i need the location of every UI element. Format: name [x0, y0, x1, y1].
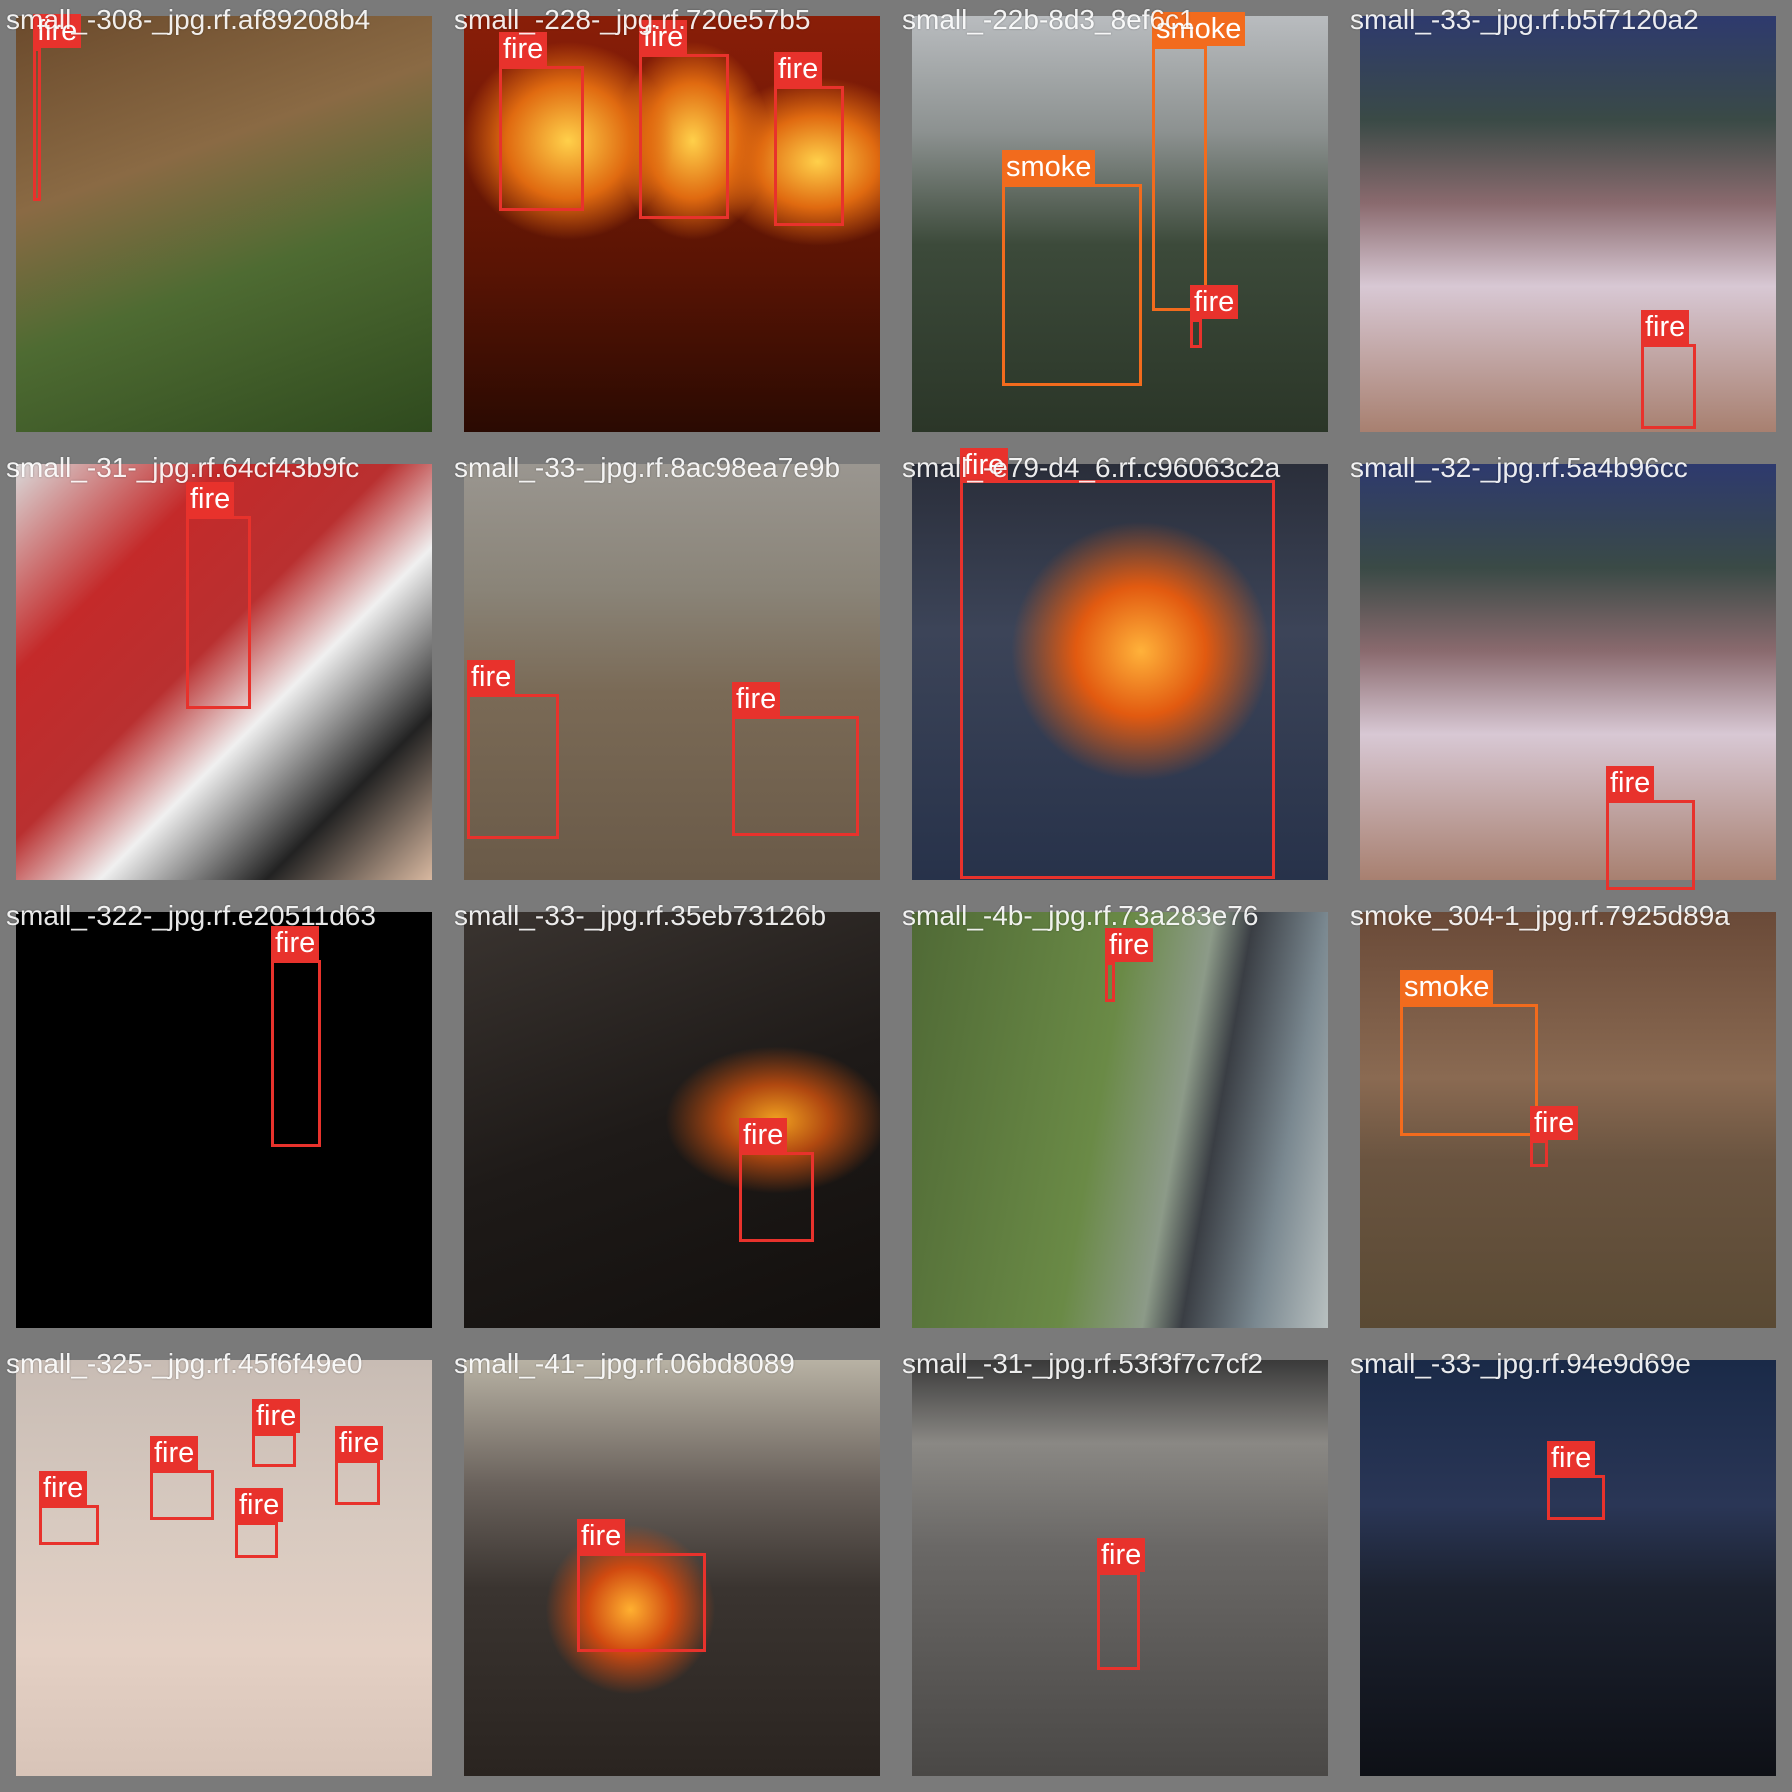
tile-photo [912, 912, 1328, 1328]
fire-bounding-box [150, 1470, 214, 1520]
fire-bounding-box [335, 1460, 380, 1505]
tile-photo [1360, 464, 1776, 880]
fire-bounding-box [252, 1433, 296, 1467]
fire-label: fire [739, 1118, 788, 1152]
tile-photo [912, 464, 1328, 880]
tile-photo [1360, 1360, 1776, 1776]
fire-label: fire [1097, 1538, 1146, 1572]
fire-label: fire [774, 52, 823, 86]
smoke-label: smoke [1002, 150, 1096, 184]
smoke-label: smoke [1152, 12, 1246, 46]
fire-label: fire [39, 1471, 88, 1505]
fire-label: fire [1547, 1441, 1596, 1475]
fire-bounding-box [732, 716, 859, 836]
fire-bounding-box [774, 86, 844, 226]
tile-photo [464, 912, 880, 1328]
fire-label: fire [1105, 928, 1154, 962]
fire-bounding-box [1547, 1475, 1605, 1520]
fire-label: fire [467, 660, 516, 694]
fire-bounding-box [1190, 319, 1202, 348]
fire-label: fire [1606, 766, 1655, 800]
fire-label: fire [639, 20, 688, 54]
fire-bounding-box [39, 1505, 99, 1545]
smoke-label: smoke [1400, 970, 1494, 1004]
fire-bounding-box [186, 516, 251, 709]
fire-label: fire [499, 32, 548, 66]
smoke-bounding-box [1002, 184, 1142, 386]
fire-label: fire [335, 1426, 384, 1460]
fire-bounding-box [235, 1522, 278, 1558]
tile-photo [16, 464, 432, 880]
fire-label: fire [271, 926, 320, 960]
fire-label: fire [252, 1399, 301, 1433]
fire-label: fire [577, 1519, 626, 1553]
fire-label: fire [1190, 285, 1239, 319]
fire-bounding-box [499, 66, 584, 211]
tile-photo [16, 1360, 432, 1776]
fire-bounding-box [577, 1553, 706, 1652]
fire-bounding-box [33, 48, 41, 201]
tile-photo [16, 16, 432, 432]
fire-label: fire [150, 1436, 199, 1470]
tile-photo [464, 464, 880, 880]
fire-label: fire [33, 14, 82, 48]
fire-label: fire [186, 482, 235, 516]
fire-label: fire [732, 682, 781, 716]
fire-bounding-box [271, 960, 321, 1147]
fire-bounding-box [1606, 800, 1695, 890]
fire-bounding-box [739, 1152, 814, 1242]
fire-bounding-box [639, 54, 729, 219]
tile-photo [464, 1360, 880, 1776]
fire-label: fire [960, 448, 1009, 482]
fire-label: fire [1530, 1106, 1579, 1140]
fire-bounding-box [1097, 1572, 1140, 1670]
tile-photo [16, 912, 432, 1328]
smoke-bounding-box [1400, 1004, 1538, 1136]
fire-label: fire [235, 1488, 284, 1522]
tile-photo [912, 16, 1328, 432]
tile-photo [1360, 16, 1776, 432]
fire-bounding-box [1641, 344, 1696, 429]
fire-bounding-box [467, 694, 559, 839]
fire-bounding-box [1105, 962, 1115, 1002]
fire-label: fire [1641, 310, 1690, 344]
fire-bounding-box [1530, 1140, 1548, 1167]
smoke-bounding-box [1152, 46, 1207, 311]
fire-bounding-box [960, 480, 1275, 879]
